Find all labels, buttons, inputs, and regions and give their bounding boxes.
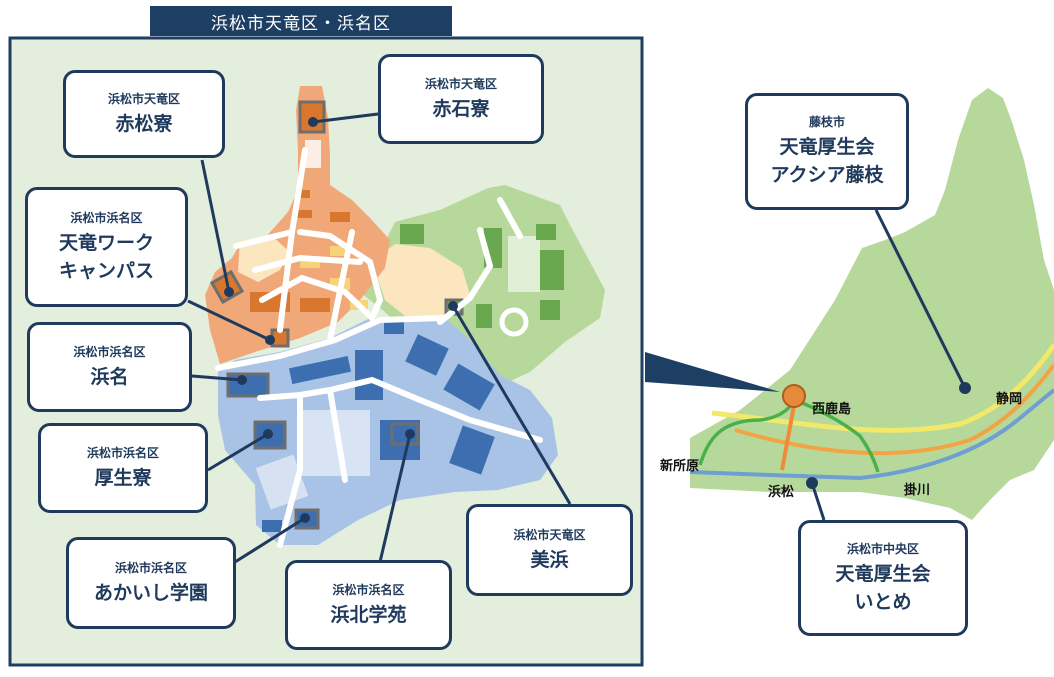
- rail-line-connector: [780, 399, 797, 471]
- callout-facility-name: 美浜: [530, 548, 569, 571]
- station-label-kakegawa: 掛川: [904, 483, 931, 498]
- callout-area-label: 浜松市天竜区: [513, 527, 586, 542]
- callout-akaishi[interactable]: 浜松市天竜区 赤石寮: [378, 54, 544, 144]
- callout-koseiryo[interactable]: 浜松市浜名区 厚生寮: [38, 423, 208, 513]
- callout-fujieda[interactable]: 藤枝市 天竜厚生会 アクシア藤枝: [745, 93, 909, 210]
- region-title: 浜松市天竜区・浜名区: [150, 6, 452, 36]
- buildings: [209, 100, 564, 532]
- leader-lines: [187, 112, 967, 564]
- callout-itome[interactable]: 浜松市中央区 天竜厚生会 いとめ: [798, 520, 968, 636]
- callout-tenryu-work-campus[interactable]: 浜松市浜名区 天竜ワーク キャンパス: [25, 187, 188, 307]
- callout-facility-name: 厚生寮: [94, 466, 152, 489]
- callout-facility-name: あかいし学園: [93, 581, 208, 604]
- callout-facility-name-line1: 天竜ワーク: [58, 231, 154, 254]
- callout-akamatsu[interactable]: 浜松市天竜区 赤松寮: [63, 70, 225, 158]
- roads: [215, 147, 543, 548]
- callout-akaishi-gakuen[interactable]: 浜松市浜名区 あかいし学園: [66, 537, 236, 629]
- callout-facility-name: 浜名: [90, 365, 129, 388]
- callout-facility-name-line2: いとめ: [854, 590, 912, 613]
- callout-hamakita[interactable]: 浜松市浜名区 浜北学苑: [285, 560, 452, 650]
- callout-mihama[interactable]: 浜松市天竜区 美浜: [466, 504, 633, 596]
- rail-line-blue: [689, 388, 1054, 481]
- callout-facility-name-line2: アクシア藤枝: [770, 164, 884, 186]
- rail-line-orange: [734, 363, 1054, 456]
- callout-area-label: 浜松市浜名区: [86, 445, 159, 460]
- zoom-connector: [645, 352, 780, 392]
- nishikashima-marker[interactable]: [782, 384, 806, 408]
- rail-line-yellow: [711, 343, 1054, 433]
- callout-facility-name: 浜北学苑: [330, 603, 407, 626]
- callout-area-label: 浜松市浜名区: [70, 210, 143, 225]
- location-dots: [224, 117, 458, 523]
- callout-area-label: 浜松市天竜区: [107, 91, 180, 106]
- callout-area-label: 浜松市中央区: [846, 541, 919, 556]
- callout-hamana[interactable]: 浜松市浜名区 浜名: [27, 322, 192, 412]
- callout-area-label: 浜松市浜名区: [73, 344, 146, 359]
- station-label-shizuoka: 静岡: [996, 392, 1023, 407]
- station-label-shinjohara: 新所原: [660, 459, 700, 474]
- callout-area-label: 浜松市天竜区: [424, 76, 497, 91]
- callout-area-label: 浜松市浜名区: [114, 560, 187, 575]
- callout-facility-name-line1: 天竜厚生会: [835, 562, 931, 585]
- station-label-nishikashima: 西鹿島: [812, 402, 852, 417]
- callout-area-label: 浜松市浜名区: [332, 582, 405, 597]
- callout-area-label: 藤枝市: [808, 115, 845, 130]
- callout-facility-name-line2: キャンパス: [58, 259, 154, 282]
- callout-facility-name-line1: 天竜厚生会: [779, 136, 875, 159]
- callout-facility-name: 赤石寮: [432, 97, 490, 120]
- callout-facility-name: 赤松寮: [115, 112, 173, 135]
- station-label-hamamatsu: 浜松: [768, 485, 795, 500]
- zone-cream-left: [238, 236, 290, 282]
